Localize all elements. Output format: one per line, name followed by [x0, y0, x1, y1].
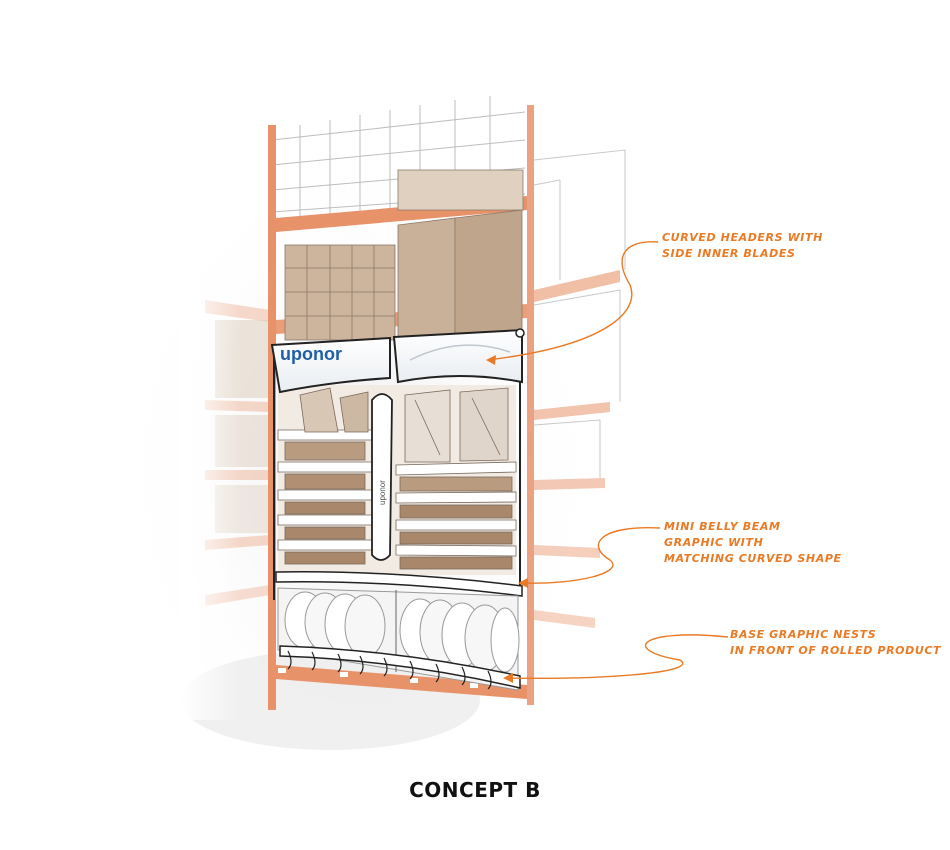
curved-header-left: uponor — [270, 336, 391, 394]
mini-belly-beam — [275, 571, 523, 597]
leader-base-graphic — [504, 634, 729, 679]
overstock-cartons — [284, 169, 524, 341]
annotation-line: IN FRONT OF ROLLED PRODUCT — [730, 644, 942, 657]
concept-caption: CONCEPT B — [409, 778, 541, 802]
leader-curved-headers — [487, 241, 659, 361]
header-cap-right — [515, 328, 525, 338]
leader-belly-beam — [519, 527, 661, 584]
curved-header-right — [392, 328, 523, 384]
arrowhead-belly-beam — [518, 578, 528, 588]
annotation-line: CURVED HEADERS WITH — [662, 231, 823, 244]
annotation-belly-beam: MINI BELLY BEAM GRAPHIC WITH MATCHING CU… — [664, 519, 842, 567]
annotation-line: MINI BELLY BEAM — [664, 520, 781, 533]
annotation-curved-headers: CURVED HEADERS WITH SIDE INNER BLADES — [662, 230, 823, 262]
arrowhead-curved-headers — [486, 355, 496, 365]
blade-label: uponor — [378, 480, 387, 505]
annotation-leaders — [487, 241, 729, 679]
right-racking — [527, 105, 626, 705]
shelf-bins — [277, 385, 517, 575]
left-fade — [180, 200, 240, 720]
floor-shadow — [180, 650, 480, 750]
annotation-line: BASE GRAPHIC NESTS — [730, 628, 877, 641]
annotation-base-graphic: BASE GRAPHIC NESTS IN FRONT OF ROLLED PR… — [730, 627, 941, 659]
arrowhead-base-graphic — [503, 673, 513, 683]
brand-logo: uponor — [280, 344, 342, 364]
annotation-line: MATCHING CURVED SHAPE — [664, 552, 842, 565]
annotation-line: SIDE INNER BLADES — [662, 247, 796, 260]
annotation-line: GRAPHIC WITH — [664, 536, 764, 549]
base-graphic — [279, 645, 521, 690]
inner-blade: uponor — [371, 393, 393, 561]
